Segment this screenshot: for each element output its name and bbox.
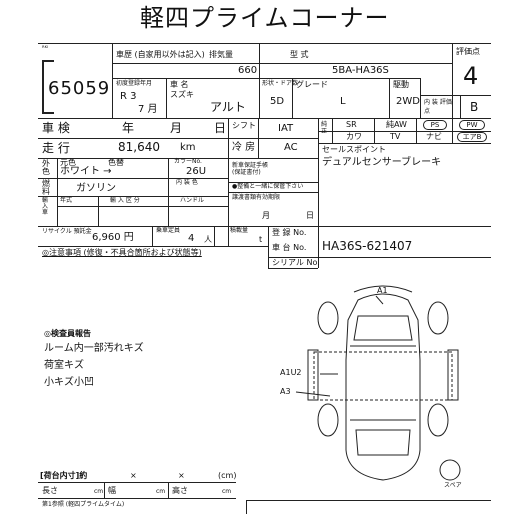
shaken-day: 日 xyxy=(214,121,227,135)
car-damage-diagram xyxy=(295,285,461,481)
rating-label: 評価点 xyxy=(456,47,480,56)
cargo-x2: × xyxy=(178,471,185,480)
lot-number: 65059 xyxy=(48,78,111,99)
doors-value: 5D xyxy=(270,96,285,107)
first-reg-label: 初度登録年月 xyxy=(116,80,153,87)
import-label: 輸入車 xyxy=(42,197,49,216)
fuel-label: 燃 料 xyxy=(42,179,50,196)
chassis-value: HA36S-621407 xyxy=(322,239,413,253)
rating-value: 4 xyxy=(463,62,479,90)
displacement-value: 660 xyxy=(238,65,258,76)
diagram-label-a3: A3 xyxy=(280,387,291,396)
load-unit: t xyxy=(259,235,263,244)
ac-label: 冷 房 xyxy=(232,142,256,153)
fuel-value: ガソリン xyxy=(76,183,116,194)
width-unit: cm xyxy=(156,488,166,495)
tax-label: 譲渡書類有効期限 xyxy=(232,194,281,201)
inspector-line-1: ルーム内一部汚れキズ xyxy=(44,343,144,354)
tax-month: 月 xyxy=(262,211,270,220)
height-label: 高さ xyxy=(172,486,188,495)
new-warranty-label: 新車保証手帳 (保証書付) xyxy=(232,162,269,176)
equip-airbag: エアB xyxy=(457,132,487,142)
bottom-line: 第1参照 (軽四プライムタイム) xyxy=(42,501,125,508)
serial-label: シリアル No. xyxy=(272,258,320,267)
diagram-label-a1: A1 xyxy=(377,286,388,295)
recycle-label: リサイクル 預託金 xyxy=(42,228,92,235)
ac-value: AC xyxy=(284,142,298,153)
cargo-label: [荷台内寸]約 xyxy=(40,471,88,480)
notes-label: ◎注意事項 (修復・不具合箇所および状態等) xyxy=(42,248,202,257)
equip-pw: PW xyxy=(459,120,485,130)
import-year-label: 年式 xyxy=(60,197,73,204)
equip-ps: PS xyxy=(423,120,447,130)
shift-value: IAT xyxy=(278,123,294,134)
equip-aw: 純AW xyxy=(386,120,407,129)
width-label: 幅 xyxy=(108,486,116,495)
color-change-label: 色替 xyxy=(108,158,124,167)
steering-label: ハンドル xyxy=(180,197,205,204)
color-value: ホワイト → xyxy=(60,166,112,177)
car-name-label: 車 名 xyxy=(170,80,189,89)
length-unit: cm xyxy=(94,488,104,495)
inspector-label: ◎検査員報告 xyxy=(44,329,91,338)
import-class-label: 輸 入 区 分 xyxy=(110,197,140,204)
capacity-label: 乗車定員 xyxy=(156,227,181,234)
cargo-x1: × xyxy=(130,471,137,480)
equip-tv: TV xyxy=(390,132,401,141)
first-reg-era: R 3 xyxy=(120,91,137,102)
lot-bracket xyxy=(42,60,54,114)
corner-mark: ᴿᴷᴵ xyxy=(42,45,49,52)
sales-point-value: デュアルセンサーブレーキ xyxy=(322,157,442,168)
first-reg-month: 7 月 xyxy=(138,104,158,115)
sales-point-label: セールスポイント xyxy=(322,145,386,154)
model-label: 型 式 xyxy=(290,50,309,59)
page-title: 軽四プライムコーナー xyxy=(140,4,390,32)
interior-color-label: 内 装 色 xyxy=(176,179,198,186)
model-value: 5BA-HA36S xyxy=(332,65,389,76)
maker-value: スズキ xyxy=(170,90,194,99)
drive-value: 2WD xyxy=(396,96,420,107)
mileage-unit: km xyxy=(180,142,196,153)
inspector-line-3: 小キズ小凹 xyxy=(44,377,94,388)
length-label: 長さ xyxy=(42,486,58,495)
capacity-unit: 人 xyxy=(204,235,212,244)
drive-label: 駆動 xyxy=(393,80,409,89)
exterior-color-label: 外 色 xyxy=(42,159,50,176)
shaken-month: 月 xyxy=(170,121,183,135)
equip-label: 純正 xyxy=(321,121,328,135)
grade-label: グレード xyxy=(296,80,328,89)
color-no-label: カラーNo. xyxy=(174,158,202,165)
diagram-label-a1u2: A1U2 xyxy=(280,368,302,377)
doors-label: 形状・ドア数 xyxy=(262,80,299,87)
interior-label: 内 装 評価点 xyxy=(424,99,452,115)
grade-value: L xyxy=(340,96,346,107)
capacity-value: 4 xyxy=(188,233,195,244)
height-unit: cm xyxy=(222,488,232,495)
spare-label: スペア xyxy=(444,482,462,489)
load-label: 積載量 xyxy=(230,227,249,234)
equip-sr: SR xyxy=(346,120,357,129)
reg-no-label: 登 録 No. xyxy=(272,228,307,237)
equip-kawa: カワ xyxy=(346,132,362,141)
mileage-label: 走 行 xyxy=(42,141,70,155)
equip-navi: ナビ xyxy=(426,132,442,141)
shaken-year: 年 xyxy=(122,121,135,135)
cargo-cm: (cm) xyxy=(218,471,237,480)
history-label: 車歴 (自家用以外は記入) xyxy=(116,50,205,59)
inspector-line-2: 荷室キズ xyxy=(44,360,84,371)
interior-value: B xyxy=(470,100,479,114)
recycle-fee: 6,960 円 xyxy=(92,232,134,243)
maintenance-label: ●整備と一緒に保管下さい xyxy=(232,183,304,190)
color-no-value: 26U xyxy=(186,166,207,177)
shaken-label: 車 検 xyxy=(42,121,70,135)
mileage-value: 81,640 xyxy=(118,140,160,154)
car-name-value: アルト xyxy=(210,100,246,114)
original-color-label: 元色 xyxy=(60,158,76,167)
shift-label: シフト xyxy=(232,121,256,130)
tax-day: 日 xyxy=(306,211,314,220)
chassis-label: 車 台 No. xyxy=(272,243,307,252)
displacement-label: 排気量 xyxy=(209,50,233,59)
